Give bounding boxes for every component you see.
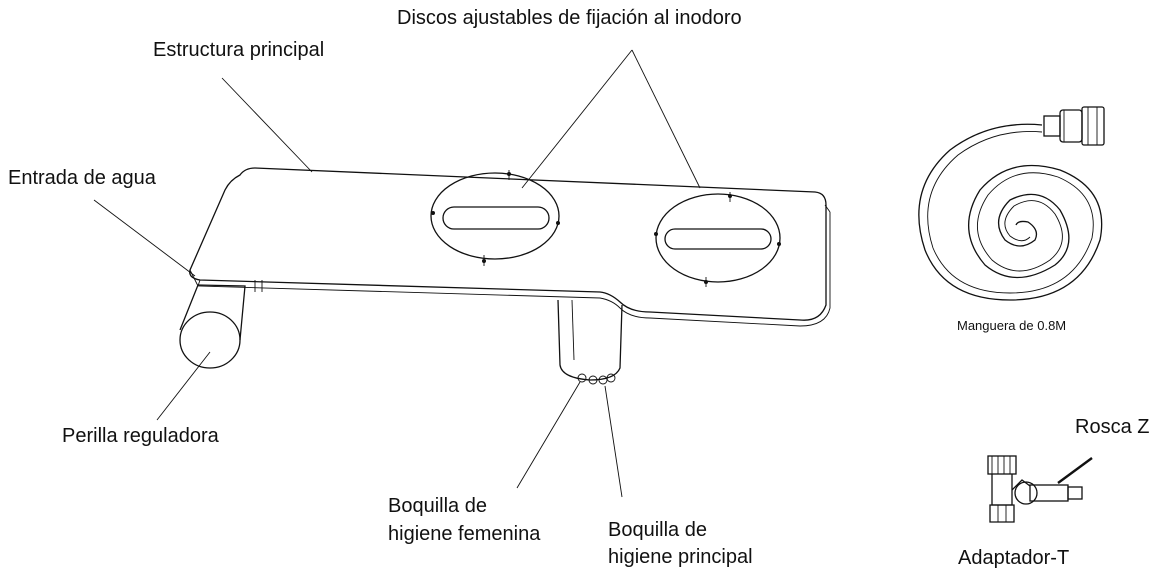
label-hose: Manguera de 0.8M (957, 318, 1067, 333)
main-structure (189, 167, 831, 327)
label-main-structure: Estructura principal (153, 39, 325, 61)
hose-coil (918, 106, 1105, 301)
t-adapter (987, 455, 1083, 523)
nozzle-block (557, 299, 623, 385)
label-t-adapter: Adaptador-T (958, 547, 1070, 569)
adjustable-disc-right (654, 192, 781, 287)
label-feminine-nozzle-line2: higiene femenina (388, 523, 541, 545)
regulator-knob (179, 280, 263, 369)
label-feminine-nozzle-line1: Boquilla de (388, 495, 487, 517)
label-water-inlet: Entrada de agua (8, 167, 156, 189)
leader-lines (93, 49, 1093, 498)
label-adjustable-discs: Discos ajustables de fijación al inodoro (397, 7, 742, 29)
label-z-thread: Rosca Z (1075, 416, 1150, 438)
label-regulator-knob: Perilla reguladora (62, 425, 219, 447)
label-main-nozzle-line2: higiene principal (608, 546, 753, 568)
adjustable-disc-left (430, 170, 560, 266)
label-main-nozzle-line1: Boquilla de (608, 519, 707, 541)
